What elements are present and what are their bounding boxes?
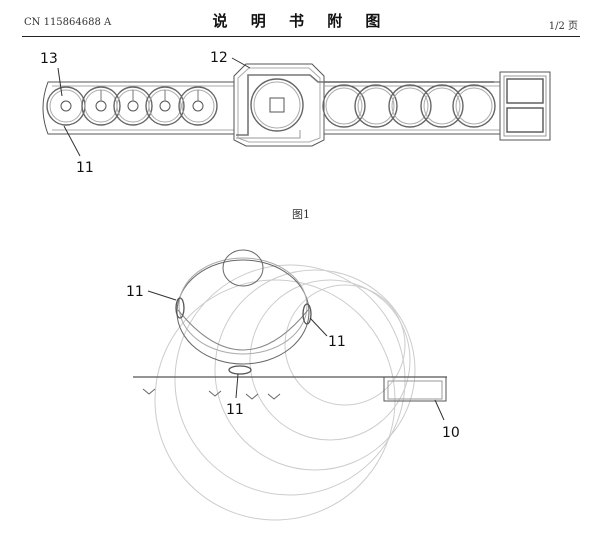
fig2-dome — [176, 249, 310, 365]
fig2-guide-circles — [154, 264, 416, 521]
figure-2 — [133, 249, 447, 521]
fig1-left-rollers — [46, 86, 218, 126]
publication-number: CN 115864688 A — [24, 17, 112, 28]
fig1-leader-13 — [57, 67, 63, 97]
fig2-leader-10 — [434, 399, 445, 421]
fig1-center-hub — [233, 63, 494, 147]
fig1-end-box — [499, 71, 551, 141]
fig1-label-13: 13 — [40, 51, 58, 67]
figure-1-caption: 图1 — [292, 208, 310, 221]
page-indicator: 1/2 页 — [548, 21, 578, 32]
fig2-box — [383, 376, 447, 402]
figure-1 — [42, 57, 551, 157]
fig2-leader-11-bottom — [235, 373, 239, 399]
page-header: CN 115864688 A 说 明 书 附 图 1/2 页 — [0, 0, 602, 40]
fig1-right-rollers — [322, 84, 496, 128]
fig2-leader-11-left — [147, 290, 177, 301]
header-rule — [22, 36, 580, 37]
fig2-leader-11-right — [309, 317, 328, 337]
fig2-ground-marks — [142, 388, 281, 400]
fig1-left-rail — [42, 81, 235, 135]
fig1-leader-11 — [63, 125, 81, 157]
fig2-roller-right — [302, 303, 312, 325]
section-title: 说 明 书 附 图 — [212, 12, 390, 30]
fig1-label-11: 11 — [76, 160, 94, 176]
fig1-leader-12 — [231, 57, 251, 69]
fig1-label-12: 12 — [210, 50, 228, 66]
fig2-label-11-bottom: 11 — [226, 402, 244, 418]
fig2-label-11-right: 11 — [328, 334, 346, 350]
fig1-left-rail-inner — [52, 85, 234, 131]
fig2-roller-left — [175, 297, 185, 319]
fig2-roller-bottom — [228, 365, 252, 375]
fig2-label-11-left: 11 — [126, 284, 144, 300]
fig2-label-10: 10 — [442, 425, 460, 441]
